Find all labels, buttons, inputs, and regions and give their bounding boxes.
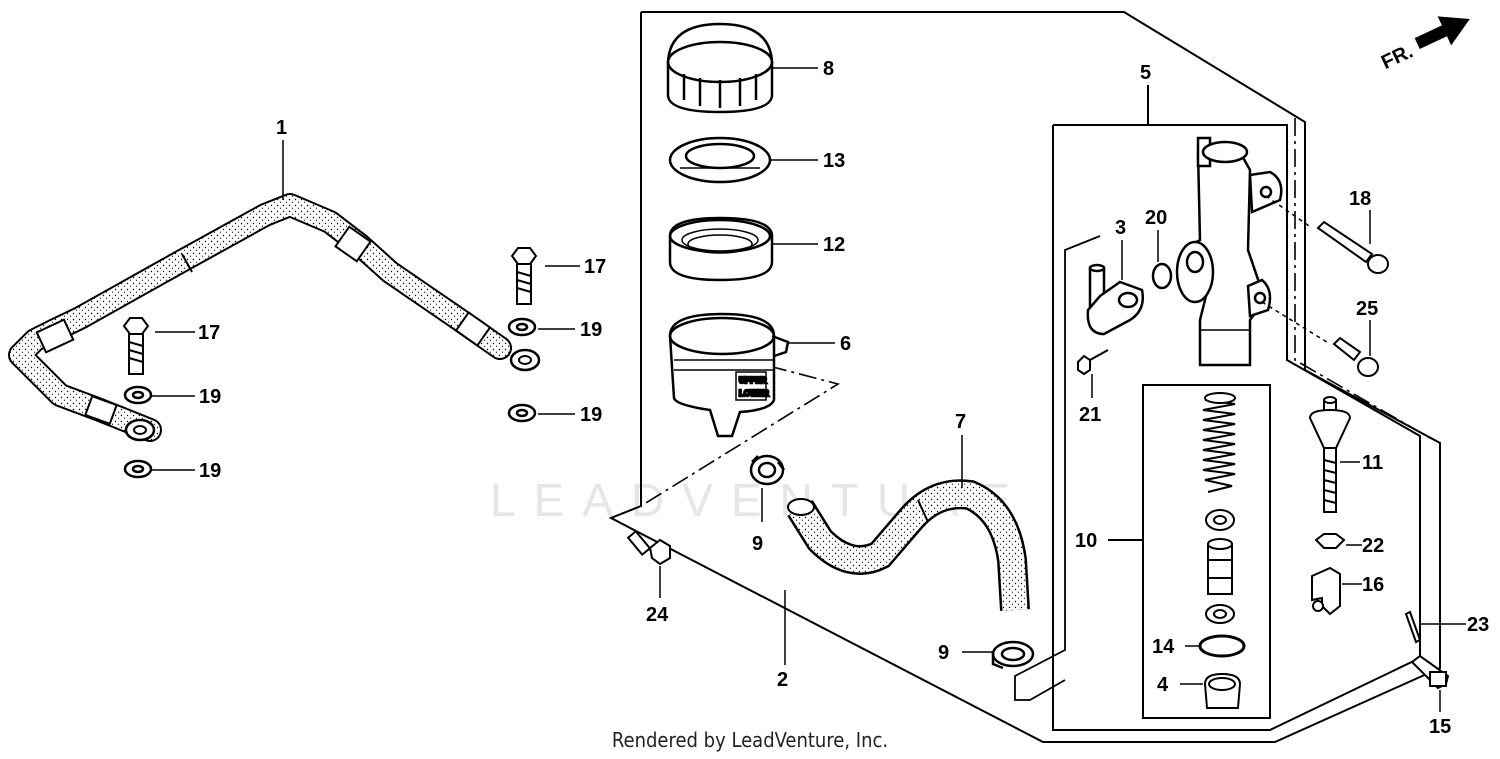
front-direction-indicator: FR. [1378, 16, 1470, 74]
joint-screw [1077, 349, 1109, 376]
push-rod [1308, 396, 1352, 513]
callout-1: 1 [276, 117, 287, 139]
dashdot-leaders [610, 118, 1431, 743]
reservoir-plate [668, 136, 772, 184]
callout-20: 20 [1145, 207, 1167, 229]
banjo-bolt-upper [510, 247, 538, 305]
front-direction-label: FR. [1378, 40, 1416, 74]
reservoir-mark-upper: UPPER [739, 376, 767, 385]
front-arrow-icon [1414, 16, 1470, 49]
callout-25: 25 [1356, 298, 1378, 320]
push-rod-joint [1311, 566, 1341, 616]
reservoir-cap [666, 22, 774, 114]
piston-kit [1198, 392, 1246, 709]
mount-bolt-upper [1265, 195, 1389, 274]
hose-clips [749, 454, 1035, 670]
callout-24: 24 [646, 604, 669, 626]
mount-bolt-lower [1261, 301, 1379, 377]
callout-14: 14 [1152, 636, 1175, 658]
bracket-3 [1014, 235, 1101, 701]
reservoir-diaphragm [668, 216, 774, 282]
callout-19-d: 19 [199, 460, 221, 482]
footer-credit: Rendered by LeadVenture, Inc. [611, 728, 889, 752]
callout-labels: 1 2 3 4 5 6 7 8 9 9 10 11 12 13 14 15 16… [198, 58, 1489, 738]
callout-17-lower: 17 [198, 322, 220, 344]
callout-9-upper: 9 [752, 533, 763, 555]
callout-23: 23 [1467, 614, 1489, 636]
callout-13: 13 [823, 150, 845, 172]
callout-3: 3 [1115, 217, 1126, 239]
callout-18: 18 [1349, 188, 1371, 210]
hose-joint [1086, 263, 1144, 336]
callout-7: 7 [955, 411, 966, 433]
callout-21: 21 [1079, 404, 1101, 426]
reservoir-bolt [626, 529, 671, 566]
sealing-washers [123, 317, 537, 479]
master-cylinder [1175, 136, 1283, 367]
brake-hose [8, 193, 541, 442]
callout-22: 22 [1362, 535, 1384, 557]
joint-pin [1410, 654, 1450, 690]
lock-nut [1314, 533, 1346, 549]
callout-16: 16 [1362, 574, 1384, 596]
piston-kit-box [1108, 384, 1271, 719]
callout-2: 2 [777, 669, 788, 691]
callout-6: 6 [840, 333, 851, 355]
callout-17-upper: 17 [584, 256, 606, 278]
master-cylinder-box [1052, 85, 1421, 731]
callout-5: 5 [1140, 62, 1151, 84]
reservoir-mark-lower: LOWER [739, 389, 769, 398]
banjo-bolt-lower [122, 317, 150, 375]
callout-15: 15 [1429, 716, 1451, 738]
callout-12: 12 [823, 234, 845, 256]
cotter-pin [1404, 610, 1422, 644]
callout-leaders [152, 67, 1466, 712]
callout-19-c: 19 [580, 404, 602, 426]
o-ring [1151, 262, 1173, 290]
callout-10: 10 [1075, 530, 1097, 552]
callout-9-lower: 9 [938, 642, 949, 664]
reservoir: UPPER LOWER [668, 312, 790, 438]
callout-4: 4 [1157, 674, 1169, 696]
callout-11: 11 [1362, 452, 1383, 474]
callout-19-b: 19 [199, 386, 221, 408]
assembly-outline [608, 11, 1441, 743]
reservoir-hose [787, 479, 1030, 611]
callout-19-a: 19 [580, 319, 602, 341]
callout-8: 8 [823, 58, 834, 80]
